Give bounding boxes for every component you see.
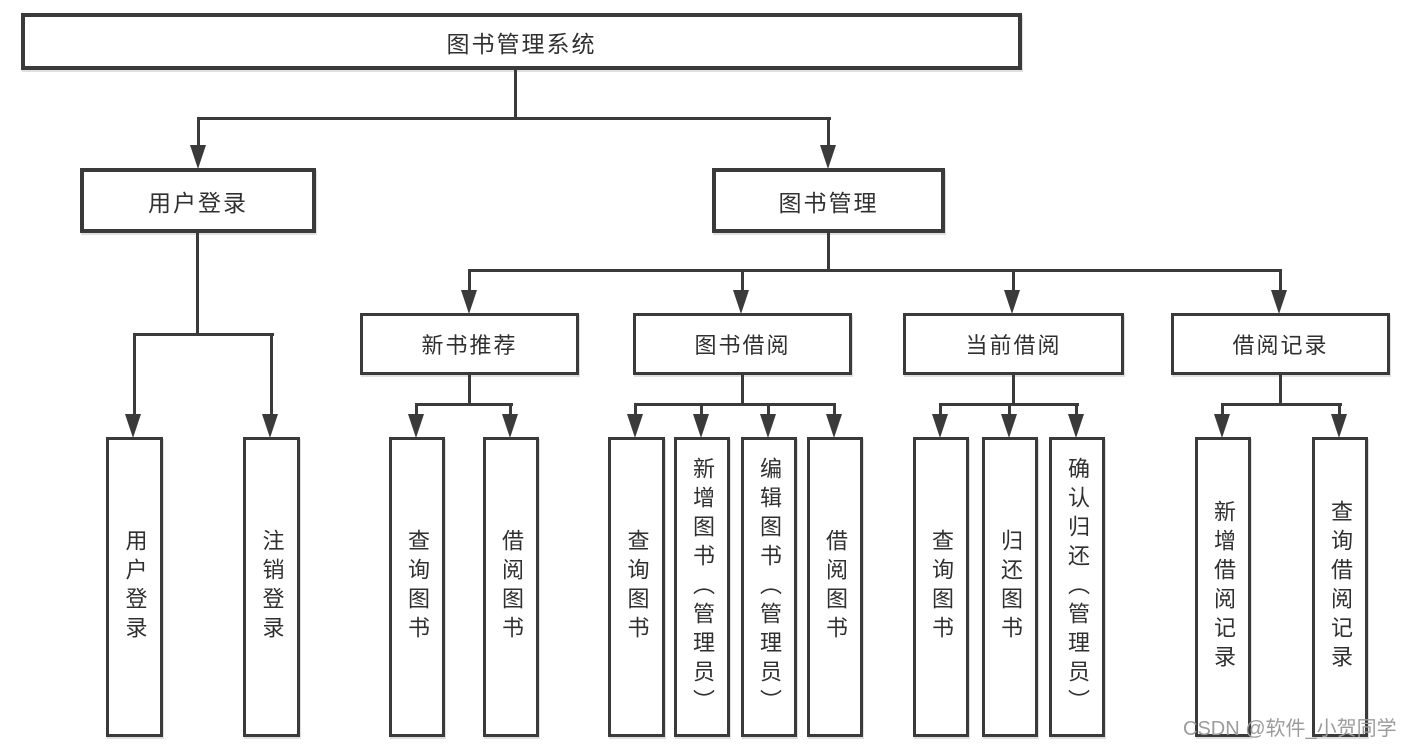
leaf-borrow-books-1: 借阅图书	[483, 437, 539, 737]
connector-book-mgmt-shaft-1	[468, 269, 471, 295]
csdn-watermark: CSDN @软件_小贺同学	[1183, 718, 1397, 740]
connector-borrow-split	[634, 403, 836, 406]
connector-borrow-shaft-1	[634, 403, 637, 418]
leaf-borrow-books-2: 借阅图书	[807, 437, 863, 737]
connector-root-stem	[514, 70, 517, 119]
leaf-edit-book-admin-label: 编辑图书（管理员）	[757, 456, 782, 718]
connector-current-stem	[1012, 375, 1015, 406]
connector-records-stem	[1279, 375, 1282, 406]
connector-new-rec-shaft-2	[509, 403, 512, 418]
connector-new-rec-stem	[468, 375, 471, 406]
arrowhead-book-mgmt	[820, 145, 836, 169]
arrowhead-query-books-1	[408, 414, 424, 438]
arrowhead-leaf-logout	[262, 414, 278, 438]
node-current-borrow: 当前借阅	[903, 313, 1124, 375]
connector-root-right-shaft	[827, 117, 830, 147]
connector-new-rec-shaft-1	[415, 403, 418, 418]
arrowhead-add-borrow-record	[1214, 414, 1230, 438]
node-user-login: 用户登录	[80, 168, 316, 233]
connector-book-mgmt-stem	[827, 232, 830, 272]
connector-root-split	[197, 117, 831, 120]
connector-records-shaft-2	[1338, 403, 1341, 418]
leaf-query-books-3: 查询图书	[913, 437, 969, 737]
leaf-edit-book-admin: 编辑图书（管理员）	[741, 437, 797, 737]
connector-user-login-shaft-2	[270, 333, 273, 417]
node-book-mgmt: 图书管理	[712, 168, 945, 233]
connector-book-mgmt-split	[468, 269, 1282, 272]
leaf-add-borrow-record: 新增借阅记录	[1195, 437, 1251, 737]
arrowhead-leaf-user-login	[125, 414, 141, 438]
leaf-add-book-admin-label: 新增图书（管理员）	[690, 456, 715, 718]
arrowhead-return-book	[1001, 414, 1017, 438]
connector-current-shaft-1	[939, 403, 942, 418]
node-root-label: 图书管理系统	[446, 30, 597, 57]
leaf-confirm-return-admin-label: 确认归还（管理员）	[1065, 456, 1090, 718]
connector-borrow-shaft-2	[700, 403, 703, 418]
arrowhead-current-borrow	[1004, 290, 1020, 314]
leaf-confirm-return-admin: 确认归还（管理员）	[1049, 437, 1105, 737]
arrowhead-book-borrow	[733, 290, 749, 314]
connector-user-login-shaft-1	[133, 333, 136, 417]
arrowhead-add-book	[693, 414, 709, 438]
node-new-book-rec-label: 新书推荐	[421, 333, 518, 358]
arrowhead-query-borrow-record	[1331, 414, 1347, 438]
leaf-return-book-label: 归还图书	[998, 529, 1023, 645]
node-borrow-records-label: 借阅记录	[1232, 333, 1329, 358]
leaf-borrow-books-2-label: 借阅图书	[823, 529, 848, 645]
connector-root-left-shaft	[197, 117, 200, 147]
leaf-borrow-books-1-label: 借阅图书	[499, 529, 524, 645]
node-user-login-label: 用户登录	[148, 189, 248, 216]
connector-records-shaft-1	[1221, 403, 1224, 418]
node-borrow-records: 借阅记录	[1171, 313, 1390, 375]
connector-current-shaft-2	[1008, 403, 1011, 418]
leaf-add-borrow-record-label: 新增借阅记录	[1211, 500, 1236, 674]
connector-borrow-shaft-3	[767, 403, 770, 418]
node-current-borrow-label: 当前借阅	[965, 333, 1062, 358]
arrowhead-confirm-return	[1068, 414, 1084, 438]
leaf-query-borrow-record-label: 查询借阅记录	[1328, 500, 1353, 674]
leaf-query-books-3-label: 查询图书	[929, 529, 954, 645]
connector-records-split	[1221, 403, 1342, 406]
arrowhead-new-book-rec	[461, 290, 477, 314]
node-root: 图书管理系统	[21, 13, 1022, 70]
leaf-logout: 注销登录	[243, 437, 300, 737]
leaf-query-books-1: 查询图书	[389, 437, 445, 737]
node-new-book-rec: 新书推荐	[360, 313, 579, 375]
connector-book-mgmt-shaft-3	[1012, 269, 1015, 295]
connector-user-login-stem	[196, 233, 199, 335]
leaf-logout-label: 注销登录	[259, 529, 285, 645]
leaf-add-book-admin: 新增图书（管理员）	[674, 437, 730, 737]
node-book-borrow-label: 图书借阅	[694, 333, 791, 358]
leaf-query-borrow-record: 查询借阅记录	[1312, 437, 1368, 737]
leaf-query-books-2-label: 查询图书	[624, 529, 650, 645]
connector-user-login-split	[133, 333, 274, 336]
arrowhead-query-books-2	[627, 414, 643, 438]
leaf-query-books-2: 查询图书	[608, 437, 665, 737]
leaf-user-login-label: 用户登录	[122, 529, 148, 645]
node-book-borrow: 图书借阅	[633, 313, 852, 375]
node-book-mgmt-label: 图书管理	[778, 189, 879, 216]
connector-borrow-shaft-4	[833, 403, 836, 418]
connector-book-mgmt-shaft-2	[741, 269, 744, 295]
leaf-query-books-1-label: 查询图书	[405, 529, 430, 645]
arrowhead-borrow-records	[1271, 290, 1287, 314]
leaf-return-book: 归还图书	[982, 437, 1038, 737]
arrowhead-edit-book	[760, 414, 776, 438]
connector-book-mgmt-shaft-4	[1279, 269, 1282, 295]
arrowhead-query-books-3	[932, 414, 948, 438]
leaf-user-login: 用户登录	[106, 437, 163, 737]
arrowhead-borrow-books-1	[502, 414, 518, 438]
connector-new-rec-split	[415, 403, 513, 406]
arrowhead-user-login	[190, 145, 206, 169]
connector-current-shaft-3	[1075, 403, 1078, 418]
connector-borrow-stem	[741, 375, 744, 406]
arrowhead-borrow-books-2	[826, 414, 842, 438]
